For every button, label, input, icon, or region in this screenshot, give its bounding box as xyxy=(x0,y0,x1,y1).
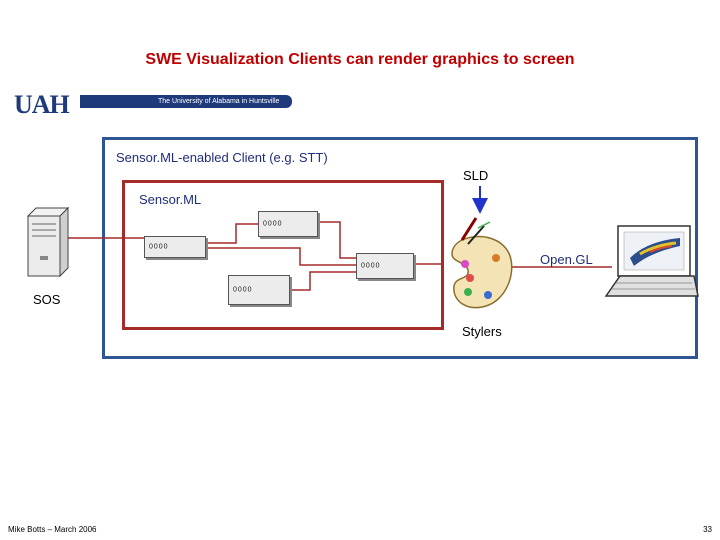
sld-label: SLD xyxy=(463,168,489,183)
sos-label: SOS xyxy=(33,292,61,307)
stylers-label: Stylers xyxy=(462,324,502,339)
process-connector-3 xyxy=(318,221,356,259)
process-box-1-label: 0000 xyxy=(149,243,169,251)
process-box-2-label: 0000 xyxy=(263,220,283,228)
process-connector-2 xyxy=(206,247,356,266)
opengl-label: Open.GL xyxy=(540,252,593,267)
page-number: 33 xyxy=(703,525,712,534)
palette-icon xyxy=(451,217,513,309)
uah-logo-bar xyxy=(80,95,292,108)
process-box-4-label: 0000 xyxy=(233,286,253,294)
process-box-3: 0000 xyxy=(356,253,414,279)
process-box-3-label: 0000 xyxy=(361,262,381,270)
slide-title: SWE Visualization Clients can render gra… xyxy=(145,51,575,68)
server-icon xyxy=(26,206,70,278)
process-box-1: 0000 xyxy=(144,236,206,258)
sensorml-label: Sensor.ML xyxy=(139,192,202,207)
sensorml-box xyxy=(122,180,444,330)
process-box-2: 0000 xyxy=(258,211,318,237)
client-label: Sensor.ML-enabled Client (e.g. STT) xyxy=(116,150,328,165)
process-connector-4 xyxy=(290,271,356,291)
process-box-4: 0000 xyxy=(228,275,290,305)
client-box xyxy=(102,137,698,359)
uah-logo-subtitle: The University of Alabama in Huntsville xyxy=(158,98,280,105)
process-connector-1 xyxy=(206,223,260,244)
laptop-icon xyxy=(604,225,699,297)
footer-author: Mike Botts – March 2006 xyxy=(8,525,97,534)
uah-logo-text: UAH xyxy=(14,90,70,119)
